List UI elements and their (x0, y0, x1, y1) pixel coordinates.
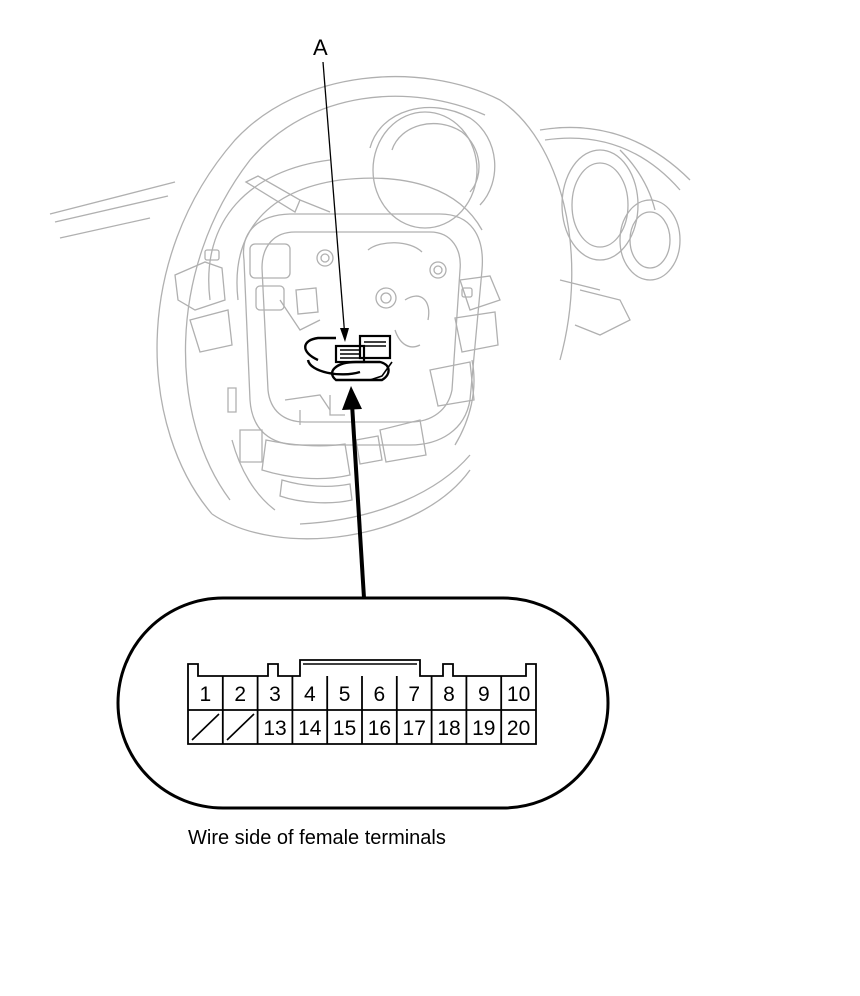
terminal-number: 13 (263, 717, 286, 740)
terminal-number: 18 (437, 717, 460, 740)
terminal-number: 5 (339, 683, 351, 706)
connector-face: 1 2 3 4 5 6 7 8 9 10 13 14 15 16 17 18 1… (187, 659, 537, 745)
terminal-number: 20 (507, 717, 530, 740)
terminal-number: 6 (374, 683, 386, 706)
unused-cavity-slash-1 (191, 713, 220, 741)
unused-cavity-slash-2 (226, 713, 255, 741)
cavity-dividers (221, 676, 503, 744)
terminal-number: 14 (298, 717, 322, 740)
terminal-number: 7 (408, 683, 420, 706)
terminal-number: 16 (368, 717, 391, 740)
detail-callout-capsule (116, 596, 610, 810)
callout-a-arrowhead (340, 328, 349, 342)
callout-a-leader-line (322, 61, 346, 339)
terminal-number: 17 (403, 717, 426, 740)
terminal-number: 8 (443, 683, 455, 706)
terminal-number: 1 (200, 683, 212, 706)
detail-view-arrow (350, 403, 366, 599)
terminal-number: 19 (472, 717, 495, 740)
terminal-number: 15 (333, 717, 356, 740)
detail-view-arrowhead (342, 386, 362, 410)
terminal-number: 10 (507, 683, 530, 706)
terminal-row-bottom: 13 14 15 16 17 18 19 20 (263, 717, 530, 740)
hub-connector-a (304, 334, 393, 382)
terminal-number: 9 (478, 683, 490, 706)
steering-wheel-illustration (49, 75, 691, 540)
terminal-number: 3 (269, 683, 281, 706)
callout-label-a: A (313, 35, 328, 60)
terminal-number: 4 (304, 683, 316, 706)
terminal-row-top: 1 2 3 4 5 6 7 8 9 10 (200, 683, 531, 706)
caption: Wire side of female terminals (188, 827, 446, 849)
terminal-number: 2 (234, 683, 246, 706)
